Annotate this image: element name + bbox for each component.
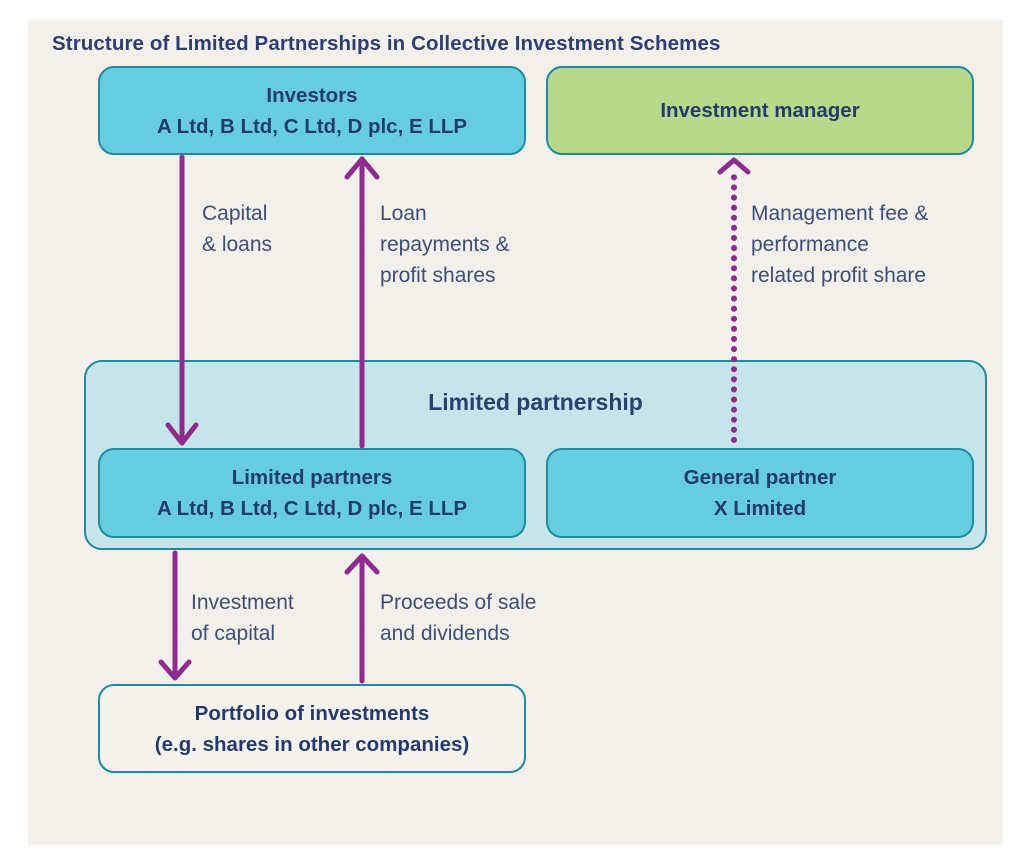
label-investment-of-capital: Investment of capital bbox=[191, 591, 294, 645]
investors-node: Investors A Ltd, B Ltd, C Ltd, D plc, E … bbox=[98, 66, 526, 155]
portfolio-title: Portfolio of investments bbox=[194, 701, 430, 725]
general-partner-name: X Limited bbox=[713, 497, 807, 520]
label-proceeds: Proceeds of sale and dividends bbox=[380, 591, 537, 645]
label-loan-repayments: Loan repayments & profit shares bbox=[380, 202, 510, 287]
investment-manager-title: Investment manager bbox=[660, 99, 860, 122]
limited-partners-title: Limited partners bbox=[231, 466, 393, 489]
investment-manager-node: Investment manager bbox=[546, 66, 974, 155]
investors-members: A Ltd, B Ltd, C Ltd, D plc, E LLP bbox=[156, 114, 468, 138]
general-partner-node: General partner X Limited bbox=[546, 448, 974, 538]
limited-partnership-title: Limited partnership bbox=[428, 389, 643, 415]
limited-partners-members: A Ltd, B Ltd, C Ltd, D plc, E LLP bbox=[156, 497, 468, 520]
portfolio-node: Portfolio of investments (e.g. shares in… bbox=[98, 684, 526, 773]
general-partner-title: General partner bbox=[683, 466, 837, 489]
investors-title: Investors bbox=[266, 83, 358, 107]
limited-partners-node: Limited partners A Ltd, B Ltd, C Ltd, D … bbox=[98, 448, 526, 538]
label-capital-loans: Capital & loans bbox=[202, 202, 273, 256]
diagram-title: Structure of Limited Partnerships in Col… bbox=[52, 32, 721, 55]
portfolio-description: (e.g. shares in other companies) bbox=[154, 732, 470, 756]
label-management-fee: Management fee & performance related pro… bbox=[751, 202, 929, 287]
